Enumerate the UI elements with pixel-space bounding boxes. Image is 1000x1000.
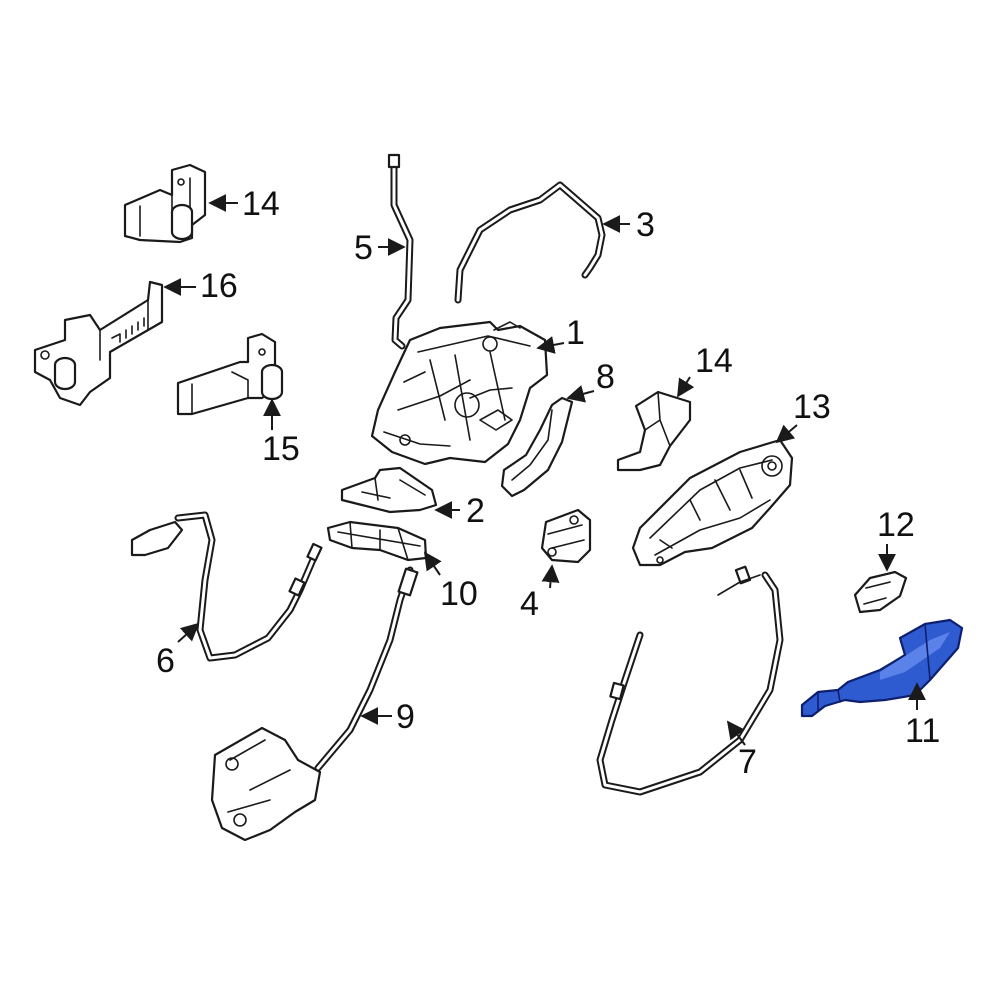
part-9-cable-latch[interactable] xyxy=(210,566,419,842)
callout-7: 7 xyxy=(738,743,757,781)
callout-14-upper: 14 xyxy=(242,185,280,223)
part-3-wire[interactable] xyxy=(454,181,606,304)
part-8-shield[interactable] xyxy=(500,396,574,498)
part-13-handle-carrier[interactable] xyxy=(631,438,794,567)
part-12-cap[interactable] xyxy=(853,570,908,614)
part-1-lock-actuator[interactable] xyxy=(370,320,549,466)
callout-12: 12 xyxy=(877,506,915,544)
callout-1: 1 xyxy=(566,314,585,352)
callout-2: 2 xyxy=(466,492,485,530)
part-6-cable[interactable] xyxy=(130,511,323,662)
part-11-exterior-handle[interactable] xyxy=(800,618,964,718)
part-14-upper-hinge[interactable] xyxy=(123,163,207,244)
part-10-bracket[interactable] xyxy=(326,520,428,562)
callout-8: 8 xyxy=(596,358,615,396)
callout-13: 13 xyxy=(793,388,831,426)
part-14-right-bracket[interactable] xyxy=(616,390,692,472)
part-7-cable[interactable] xyxy=(596,565,784,796)
leader-lines xyxy=(163,194,926,746)
callout-16: 16 xyxy=(200,267,238,305)
callout-numbers: 14 16 15 5 3 1 2 8 4 10 14 13 12 11 6 9 … xyxy=(156,185,940,781)
part-15-lower-hinge[interactable] xyxy=(176,332,284,416)
callout-15: 15 xyxy=(262,430,300,468)
part-5-lock-rod[interactable] xyxy=(387,153,414,350)
part-4-striker[interactable] xyxy=(540,508,592,564)
part-16-door-check[interactable] xyxy=(33,280,164,407)
callout-9: 9 xyxy=(396,698,415,736)
callout-14-right: 14 xyxy=(695,342,733,380)
callout-3: 3 xyxy=(636,206,655,244)
callout-10: 10 xyxy=(440,575,478,613)
callout-4: 4 xyxy=(520,585,539,623)
callout-6: 6 xyxy=(156,642,175,680)
callout-11: 11 xyxy=(905,712,940,750)
callout-5: 5 xyxy=(354,229,373,267)
part-2-cover[interactable] xyxy=(340,466,438,514)
